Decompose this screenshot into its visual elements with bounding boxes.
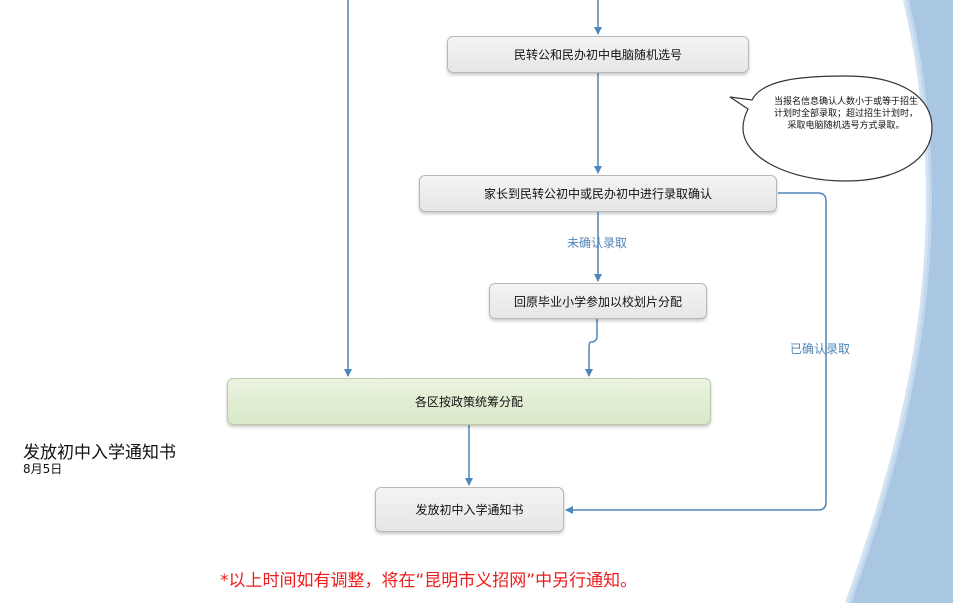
- node-computer-lottery: 民转公和民办初中电脑随机选号: [447, 36, 749, 73]
- callout-bubble: [729, 75, 933, 182]
- edge-label-confirmed: 已确认录取: [790, 342, 851, 356]
- arrow-return-to-allocation: [585, 319, 598, 377]
- arrow-confirmed-to-notice: [565, 192, 827, 514]
- node-issue-notice: 发放初中入学通知书: [375, 487, 564, 532]
- side-date: 8月5日: [23, 462, 63, 476]
- node-issue-notice-label: 发放初中入学通知书: [415, 503, 524, 517]
- node-district-allocation: 各区按政策统筹分配: [227, 378, 711, 425]
- edge-label-unconfirmed: 未确认录取: [567, 236, 628, 250]
- node-computer-lottery-label: 民转公和民办初中电脑随机选号: [513, 48, 682, 62]
- right-blue-band: [848, 0, 953, 603]
- node-parent-confirm-label: 家长到民转公初中或民办初中进行录取确认: [483, 187, 712, 201]
- footnote: *以上时间如有调整，将在“昆明市义招网”中另行通知。: [220, 571, 638, 591]
- node-parent-confirm: 家长到民转公初中或民办初中进行录取确认: [419, 175, 777, 212]
- right-blue-band-edge: [845, 0, 932, 603]
- side-title: 发放初中入学通知书: [23, 443, 176, 463]
- node-district-allocation-label: 各区按政策统筹分配: [414, 395, 523, 409]
- node-return-primary-label: 回原毕业小学参加以校划片分配: [513, 294, 682, 309]
- callout-text: 当报名信息确认人数小于或等于招生计划时全部录取；超过招生计划时，采取电脑随机选号…: [773, 97, 918, 131]
- node-return-primary: 回原毕业小学参加以校划片分配: [489, 283, 707, 319]
